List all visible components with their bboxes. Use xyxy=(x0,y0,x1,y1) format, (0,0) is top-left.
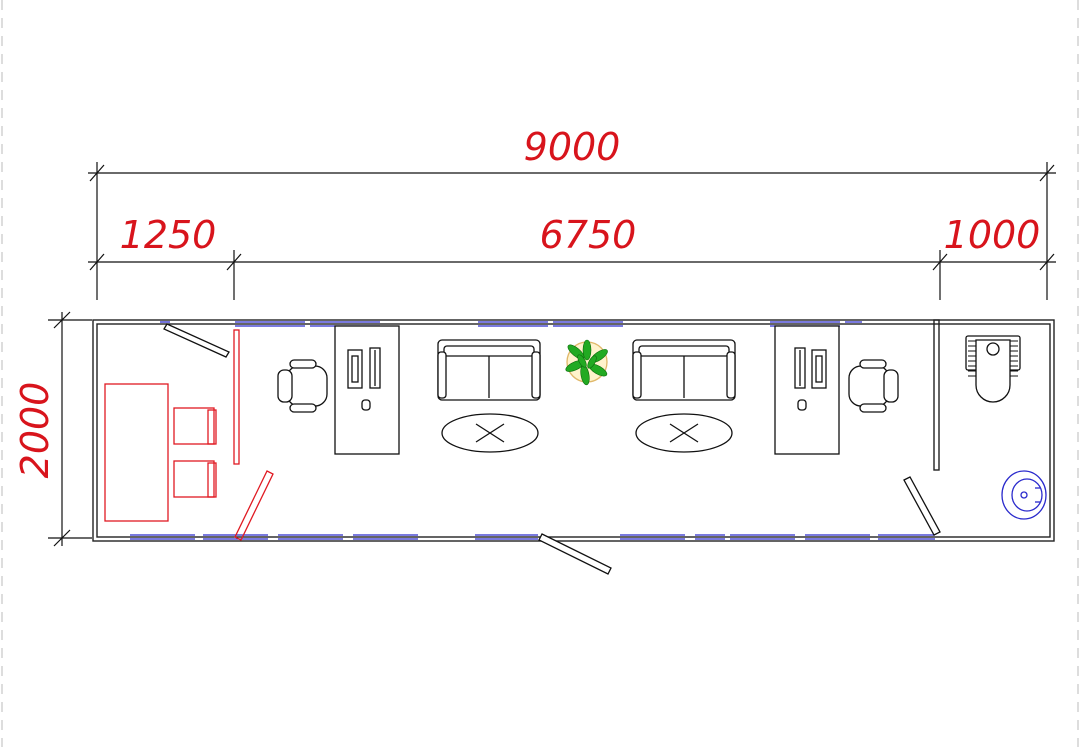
oval-rug-icon xyxy=(441,413,539,453)
dimension-label-right-room: 1000 xyxy=(944,213,1041,257)
oval-rug-icon xyxy=(635,413,733,453)
windows-bottom xyxy=(130,534,935,540)
bathroom-partition xyxy=(933,319,940,471)
reception-desk-icon xyxy=(104,383,169,522)
office-chair-icon xyxy=(277,359,328,413)
sofa-icon xyxy=(437,339,541,401)
dimension-segments: 1250 6750 1000 xyxy=(88,213,1056,300)
sofa-icon xyxy=(632,339,736,401)
dimension-label-left-room: 1250 xyxy=(120,213,217,257)
entrance-door-swing-icon xyxy=(538,533,612,575)
potted-plant-icon xyxy=(565,339,608,386)
computer-icon xyxy=(794,347,827,411)
reception-chair-icon xyxy=(173,407,217,445)
dimension-overall: 9000 xyxy=(88,125,1056,300)
door-swing-icon xyxy=(163,323,230,358)
desk-icon xyxy=(334,325,400,455)
reception-chair-icon xyxy=(173,460,217,498)
desk-icon xyxy=(774,325,840,455)
washbasin-icon xyxy=(1001,470,1047,520)
office-chair-icon xyxy=(848,359,899,413)
exterior-walls xyxy=(92,319,1055,542)
reception-partition xyxy=(233,329,274,541)
toilet-icon xyxy=(965,335,1021,403)
dimension-label-width: 2000 xyxy=(13,382,57,479)
bathroom-door-swing-icon xyxy=(903,476,941,536)
computer-icon xyxy=(347,347,381,411)
dimension-label-middle-room: 6750 xyxy=(540,213,637,257)
dimension-label-overall: 9000 xyxy=(524,125,621,169)
dimension-width: 2000 xyxy=(13,311,92,547)
